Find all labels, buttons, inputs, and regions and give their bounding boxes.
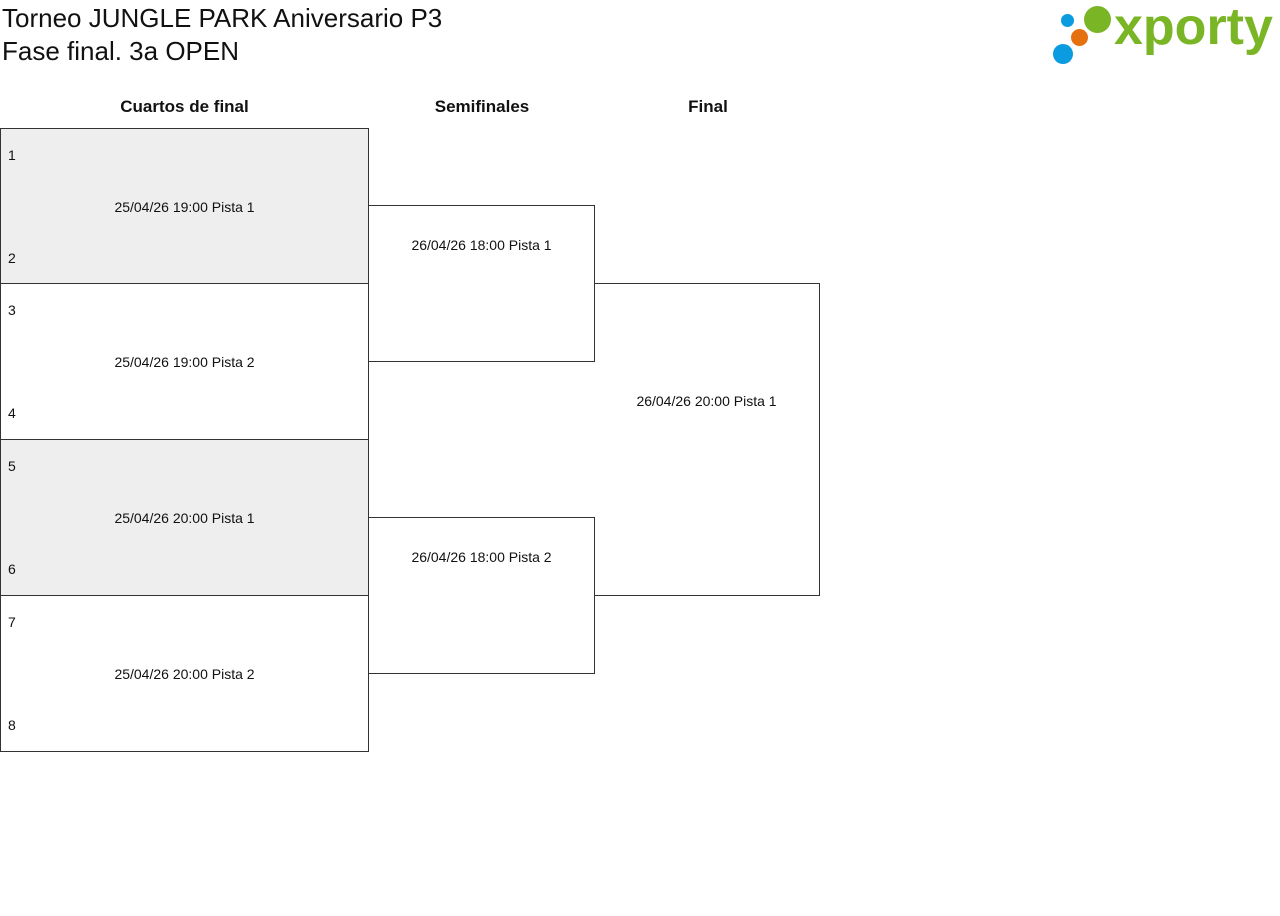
match-schedule: 25/04/26 19:00 Pista 1 (114, 199, 255, 215)
match-schedule: 25/04/26 20:00 Pista 1 (114, 510, 255, 526)
match-schedule: 25/04/26 19:00 Pista 2 (114, 354, 255, 370)
match-schedule: 26/04/26 18:00 Pista 2 (411, 549, 552, 565)
phase-subtitle: Fase final. 3a OPEN (2, 36, 239, 66)
round-header-final: Final (688, 97, 728, 116)
quarterfinal-match-3[interactable]: 5 25/04/26 20:00 Pista 1 6 (0, 439, 369, 596)
seed-label: 6 (8, 561, 16, 577)
semifinal-match-1[interactable]: 26/04/26 18:00 Pista 1 (369, 205, 595, 362)
tournament-title: Torneo JUNGLE PARK Aniversario P3 (2, 3, 443, 33)
quarterfinal-match-2[interactable]: 3 25/04/26 19:00 Pista 2 4 (0, 283, 369, 440)
quarterfinal-match-1[interactable]: 1 25/04/26 19:00 Pista 1 2 (0, 128, 369, 284)
xporty-logo: xporty (1050, 0, 1278, 68)
match-schedule: 25/04/26 20:00 Pista 2 (114, 666, 255, 682)
seed-label: 5 (8, 458, 16, 474)
logo-dot-blue-small (1061, 14, 1074, 27)
round-header-quarterfinals: Cuartos de final (120, 97, 249, 116)
seed-label: 7 (8, 614, 16, 630)
seed-label: 2 (8, 250, 16, 266)
seed-label: 1 (8, 147, 16, 163)
logo-dot-green (1084, 6, 1111, 33)
final-match[interactable]: 26/04/26 20:00 Pista 1 (594, 283, 820, 596)
seed-label: 8 (8, 717, 16, 733)
match-schedule: 26/04/26 20:00 Pista 1 (636, 393, 777, 409)
quarterfinal-match-4[interactable]: 7 25/04/26 20:00 Pista 2 8 (0, 595, 369, 752)
seed-label: 3 (8, 302, 16, 318)
semifinal-match-2[interactable]: 26/04/26 18:00 Pista 2 (369, 517, 595, 674)
logo-wordmark: xporty (1114, 0, 1273, 56)
logo-dot-blue-large (1053, 44, 1073, 64)
round-header-semifinals: Semifinales (434, 97, 530, 116)
seed-label: 4 (8, 405, 16, 421)
match-schedule: 26/04/26 18:00 Pista 1 (411, 237, 552, 253)
logo-dot-orange (1071, 29, 1088, 46)
